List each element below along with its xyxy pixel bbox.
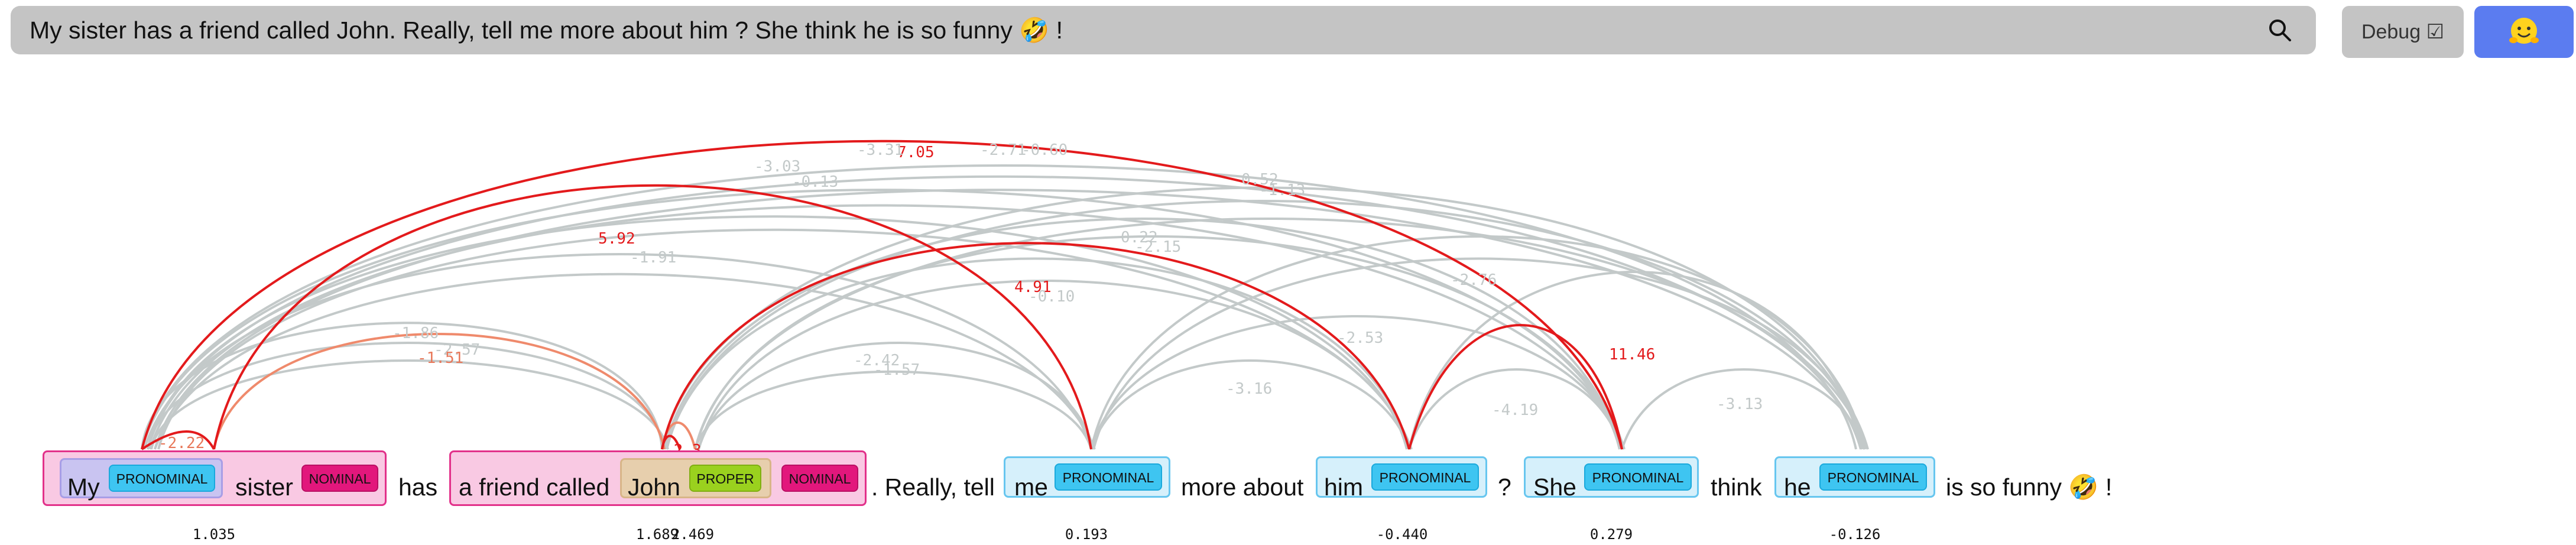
pronominal-badge: PRONOMINAL: [1584, 463, 1692, 491]
arc-label: -1.86: [392, 325, 439, 342]
arc-label: -3.13: [1717, 395, 1763, 413]
token-john: John: [628, 473, 680, 501]
mention-score: -0.126: [1829, 526, 1881, 543]
arc-label: -1.13: [1259, 181, 1305, 199]
pronominal-badge: PRONOMINAL: [109, 465, 215, 492]
token-him: him: [1324, 473, 1364, 501]
weak-arcs: [141, 164, 1869, 450]
token-is-so-funny: is so funny 🤣 !: [1946, 473, 2113, 501]
warm-arcs: [213, 333, 696, 450]
arc-label: -2.22: [158, 434, 205, 452]
mention-score: -0.440: [1376, 526, 1428, 543]
nominal-badge: NOMINAL: [301, 465, 378, 492]
search-bar[interactable]: My sister has a friend called John. Real…: [11, 6, 2316, 54]
arc-label: -2.76: [1451, 271, 1497, 289]
arc-label: -1.57: [874, 361, 920, 379]
arc-label: 5.92: [598, 230, 635, 248]
arc-label: -3.03: [754, 158, 800, 176]
strong-arcs: [141, 140, 1623, 450]
mention-a-friend-called-john[interactable]: [449, 450, 867, 506]
arc-label: 7.05: [897, 144, 935, 161]
arc-label: -0.10: [1029, 288, 1075, 306]
hugging-face-icon: [2509, 18, 2539, 44]
arc-label: -2.53: [1337, 329, 1383, 347]
mention-score: 0.193: [1065, 526, 1108, 543]
arc-label: -2.71: [980, 141, 1026, 159]
arc-label: -0.13: [792, 173, 838, 191]
arc-labels: 7.05 -3.31 -2.71 -0.60 -3.03 -0.13 0.52 …: [158, 141, 1763, 459]
arc-label: -0.60: [1021, 141, 1068, 159]
token-really-tell: . Really, tell: [871, 473, 995, 501]
arc-label: -2.15: [1135, 238, 1181, 256]
arc-label: -1.51: [417, 349, 463, 367]
token-a-friend-called: a friend called: [459, 473, 610, 501]
mention-score: 1.035: [192, 526, 236, 543]
huggingface-button[interactable]: [2474, 6, 2574, 58]
mention-score: 0.279: [1589, 526, 1633, 543]
pronominal-badge: PRONOMINAL: [1055, 463, 1162, 491]
arc-label: -3.16: [1226, 380, 1272, 398]
token-more-about: more about: [1181, 473, 1304, 501]
token-question-mark: ?: [1498, 473, 1511, 501]
nominal-badge: NOMINAL: [781, 465, 858, 492]
pronominal-badge: PRONOMINAL: [1819, 463, 1927, 491]
pronominal-badge: PRONOMINAL: [1371, 463, 1479, 491]
search-icon[interactable]: [2267, 18, 2292, 43]
mention-score: 1.689: [635, 526, 679, 543]
proper-badge: PROPER: [689, 465, 761, 492]
token-he: he: [1784, 473, 1811, 501]
mention-score: 2.469: [671, 526, 715, 543]
mention-me[interactable]: [1004, 456, 1170, 498]
token-she: She: [1533, 473, 1576, 501]
token-sister: sister: [235, 473, 293, 501]
search-input[interactable]: My sister has a friend called John. Real…: [30, 17, 1063, 44]
token-think: think: [1711, 473, 1762, 501]
arc-label: -2.57: [434, 341, 480, 359]
token-has: has: [398, 473, 438, 501]
arc-label: 0.22: [1121, 229, 1158, 246]
token-my: My: [67, 473, 100, 501]
token-me: me: [1014, 473, 1048, 501]
arc-label: -2.42: [854, 352, 900, 369]
arc-label: 0.52: [1241, 171, 1279, 189]
arc-label: -1.91: [630, 249, 676, 267]
arc-label: 11.46: [1609, 346, 1655, 364]
arc-label: -4.19: [1492, 401, 1538, 419]
arc-label: -3.31: [857, 141, 903, 159]
arc-label: 4.91: [1014, 278, 1052, 296]
debug-toggle-button[interactable]: Debug ☑: [2342, 6, 2464, 58]
